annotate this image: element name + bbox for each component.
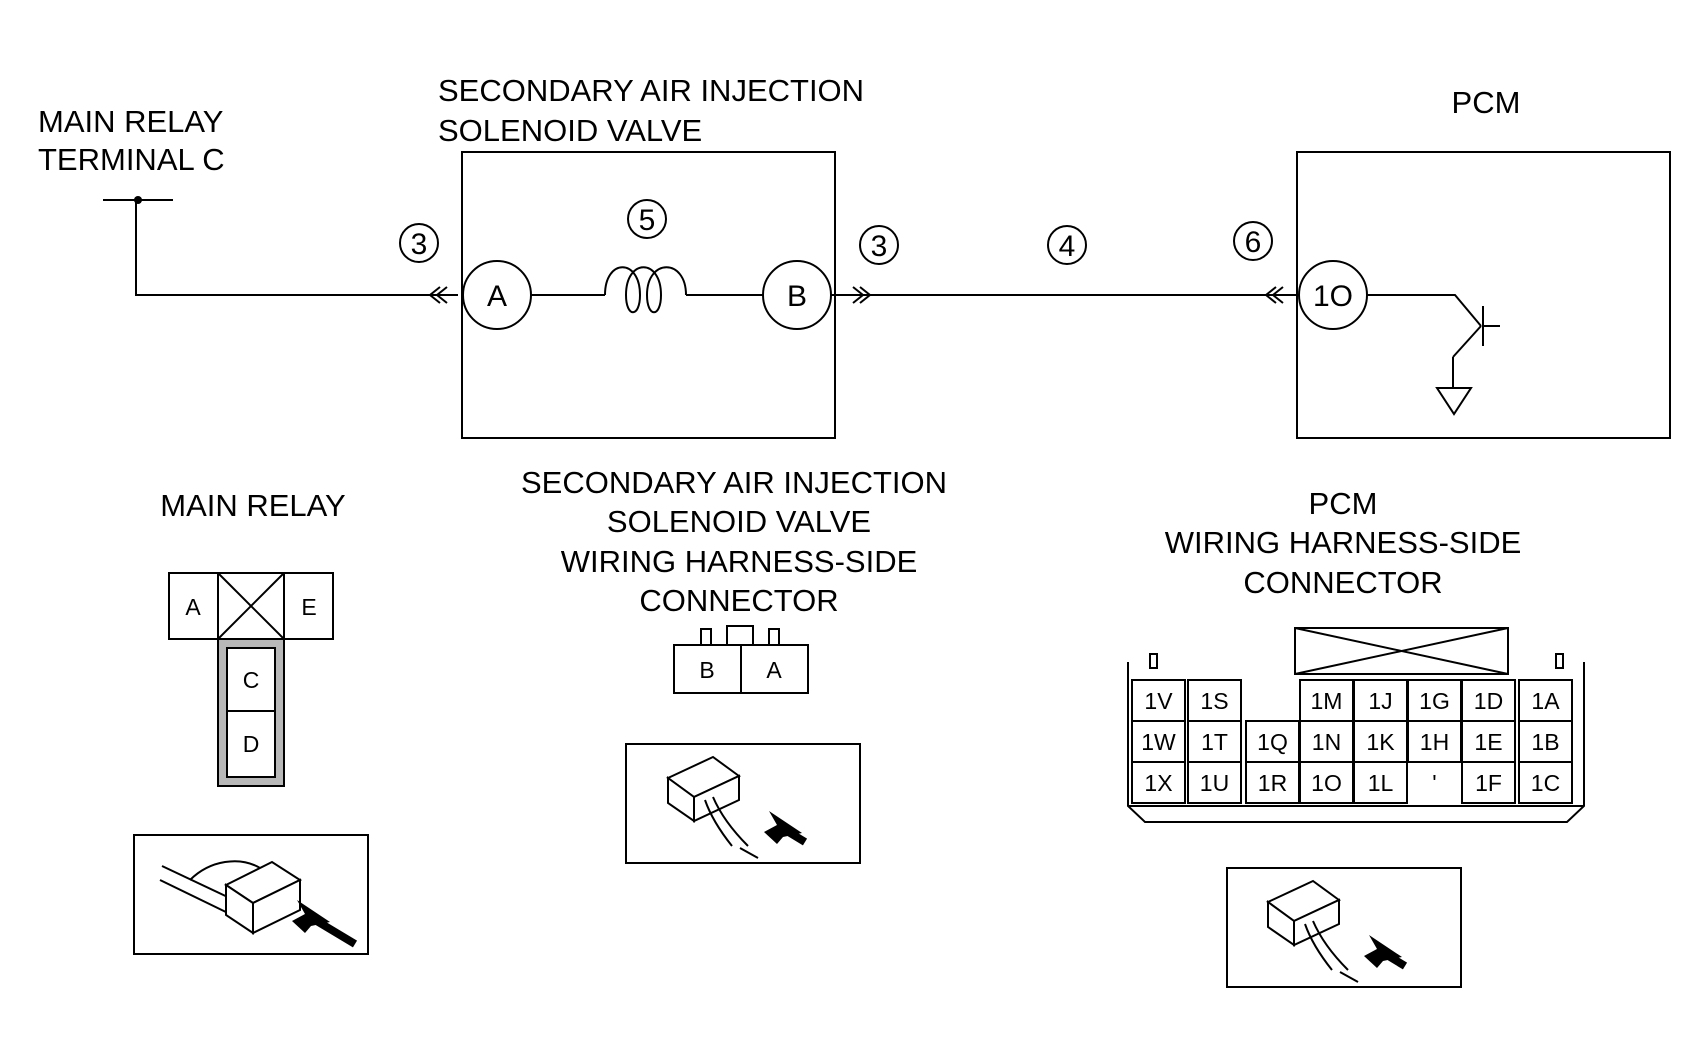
pcm-pin-label: 1G: [1419, 688, 1450, 714]
main-relay-terminal-line-2: TERMINAL C: [38, 142, 225, 177]
main-relay-title: MAIN RELAY: [160, 488, 345, 523]
pcm-pin-label: 1C: [1531, 770, 1560, 796]
valve-connector-title-line-2: SOLENOID VALVE: [607, 504, 871, 539]
pcm-pin-cell: [1131, 679, 1186, 722]
pcm-pin-label: 1X: [1144, 770, 1172, 796]
pcm-pin-label: ': [1432, 770, 1436, 796]
pcm-pin-cell: [1407, 720, 1462, 763]
valve-terminal-a: A: [462, 260, 532, 330]
pcm-connector-title-line-1: PCM: [1309, 486, 1378, 521]
step-marker-5-label: 5: [639, 204, 656, 237]
pcm-pin-cell: [1299, 761, 1354, 804]
pcm-pin-label: 1Q: [1257, 729, 1288, 755]
pcm-connector-title-line-3: CONNECTOR: [1243, 565, 1442, 600]
pcm-pin-cell: [1187, 679, 1242, 722]
main-relay-terminal-line-1: MAIN RELAY: [38, 104, 223, 139]
pcm-pin-cell: [1518, 761, 1573, 804]
pcm-connector-title: PCM WIRING HARNESS-SIDE CONNECTOR: [1165, 486, 1522, 600]
pcm-pin-label: 1H: [1420, 729, 1449, 755]
pcm-pin-label: 1W: [1141, 729, 1176, 755]
main-relay-cell-a: A: [185, 594, 201, 620]
pcm-pin-cell: [1299, 679, 1354, 722]
step-marker-3-right: 3: [859, 225, 899, 265]
pcm-pin-label: 1S: [1200, 688, 1228, 714]
step-marker-3-left: 3: [399, 223, 439, 263]
valve-terminal-b: B: [762, 260, 832, 330]
pcm-terminal-1o: 1O: [1298, 260, 1368, 330]
solenoid-coil-symbol: [531, 266, 763, 314]
main-relay-cell-e: E: [301, 594, 316, 620]
valve-connector: B A: [673, 625, 809, 694]
pcm-terminal-1o-label: 1O: [1313, 280, 1353, 313]
pcm-pin-cell: [1461, 720, 1516, 763]
pcm-pin-label: 1O: [1311, 770, 1342, 796]
harness-wire: [831, 286, 1300, 304]
pcm-pin-label: 1E: [1474, 729, 1502, 755]
step-marker-6-label: 6: [1245, 226, 1262, 259]
pcm-connector-title-line-2: WIRING HARNESS-SIDE: [1165, 525, 1522, 560]
step-marker-5: 5: [627, 199, 667, 239]
pcm-pin-label: 1M: [1311, 688, 1343, 714]
valve-title: SECONDARY AIR INJECTION SOLENOID VALVE: [438, 73, 864, 148]
valve-terminal-b-label: B: [787, 280, 807, 313]
step-marker-4-label: 4: [1059, 230, 1076, 263]
step-marker-6: 6: [1233, 221, 1273, 261]
step-marker-4: 4: [1047, 225, 1087, 265]
main-relay-connector: A E C D: [168, 572, 334, 787]
pcm-connector-view-icon: [1226, 867, 1462, 988]
pcm-pin-label: 1L: [1368, 770, 1394, 796]
main-relay-terminal-label: MAIN RELAY TERMINAL C: [38, 104, 225, 177]
pcm-pin-label: 1D: [1474, 688, 1503, 714]
main-relay-cell-c: C: [243, 667, 260, 693]
step-marker-3-left-label: 3: [411, 228, 428, 261]
main-relay-cell-d: D: [243, 731, 260, 757]
relay-wire: [103, 196, 458, 304]
pcm-pin-cell: [1461, 679, 1516, 722]
pcm-connector-grid: 1V 1S 1M 1J 1G 1D 1A 1W 1T 1Q 1N 1K 1H 1E 1B 1X 1U 1R 1O 1L…: [1131, 679, 1573, 804]
pcm-pin-cell: [1353, 761, 1408, 804]
pcm-pin-label: 1U: [1200, 770, 1229, 796]
valve-connector-cell-a: A: [766, 657, 782, 683]
step-marker-3-right-label: 3: [871, 230, 888, 263]
valve-connector-title-line-4: CONNECTOR: [639, 583, 838, 618]
valve-connector-cell-b: B: [699, 657, 714, 683]
pcm-pin-label: 1R: [1258, 770, 1287, 796]
valve-terminal-a-label: A: [487, 280, 507, 313]
pcm-pin-label: 1J: [1368, 688, 1392, 714]
pcm-pin-cell: [1131, 761, 1186, 804]
pcm-pin-label: 1A: [1531, 688, 1560, 714]
pcm-pin-label: 1K: [1366, 729, 1395, 755]
main-relay-view-icon: [133, 834, 369, 955]
pcm-pin-cell: [1187, 761, 1242, 804]
transistor-symbol: [1367, 294, 1500, 416]
pcm-pin-label: 1B: [1531, 729, 1559, 755]
pcm-connector: 1V 1S 1M 1J 1G 1D 1A 1W 1T 1Q 1N 1K 1H 1E 1B 1X 1U 1R 1O 1L…: [1127, 627, 1585, 823]
valve-connector-view-icon: [625, 743, 861, 864]
pcm-pin-label: 1T: [1201, 729, 1228, 755]
valve-connector-title: SECONDARY AIR INJECTION SOLENOID VALVE W…: [521, 465, 947, 618]
valve-connector-title-line-3: WIRING HARNESS-SIDE: [561, 544, 918, 579]
pcm-pin-cell: [1353, 679, 1408, 722]
pcm-pin-label: 1F: [1475, 770, 1502, 796]
pcm-pin-label: 1N: [1312, 729, 1341, 755]
valve-title-line-1: SECONDARY AIR INJECTION: [438, 73, 864, 108]
valve-connector-title-line-1: SECONDARY AIR INJECTION: [521, 465, 947, 500]
pcm-pin-label: 1V: [1144, 688, 1173, 714]
pcm-title: PCM: [1452, 85, 1521, 120]
valve-title-line-2: SOLENOID VALVE: [438, 113, 702, 148]
pcm-pin-cell: [1461, 761, 1516, 804]
